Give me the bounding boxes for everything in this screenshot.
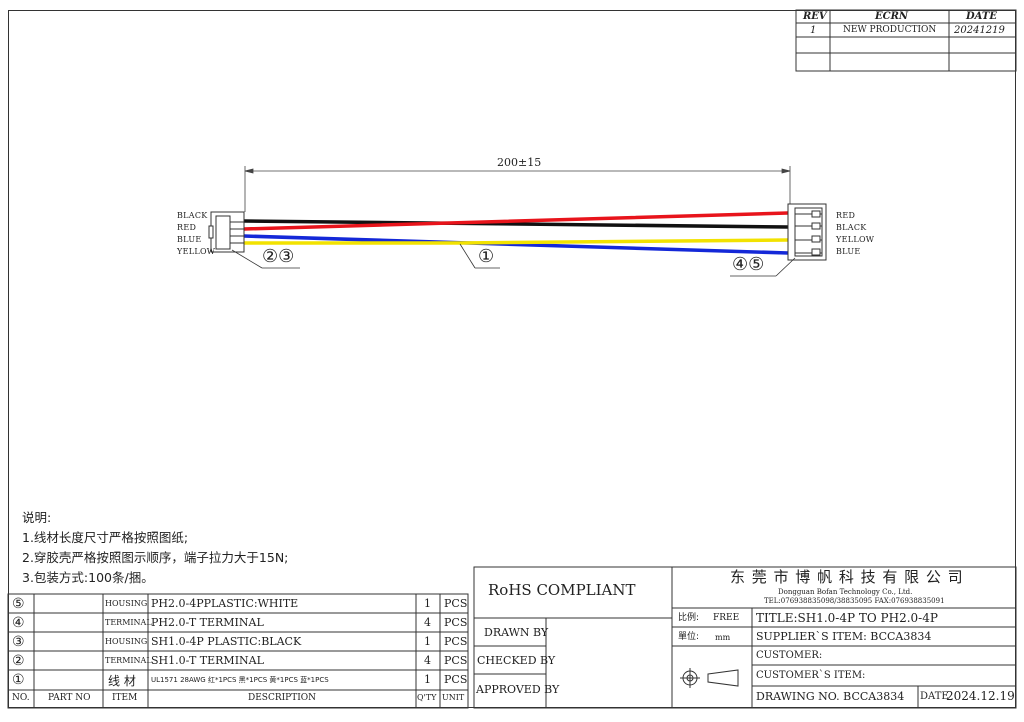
- scale-label: 比例:: [678, 613, 700, 623]
- right-connector: [787, 203, 827, 261]
- wire-black: [242, 219, 790, 229]
- ecrn-value: NEW PRODUCTION: [843, 25, 937, 35]
- date-header: DATE: [966, 11, 997, 22]
- right-wire-label-1: RED: [836, 211, 856, 220]
- bom-qty: 1: [424, 673, 431, 686]
- revision-table-grid: [795, 9, 1017, 72]
- approved-by-label: APPROVED BY: [476, 683, 560, 696]
- bom-header-no: NO.: [12, 693, 30, 703]
- callout-left-connector: ②③: [262, 246, 295, 267]
- bom-unit: PCS: [444, 673, 468, 686]
- rev-value: 1: [810, 25, 817, 36]
- wire-yellow: [242, 238, 790, 245]
- left-connector: [208, 211, 245, 253]
- bom-description: PH2.0-T TERMINAL: [151, 616, 264, 629]
- note-1: 1.线材长度尺寸严格按照图纸;: [22, 530, 189, 545]
- callout-wire: ①: [478, 246, 495, 267]
- bom-description: PH2.0-4PPLASTIC:WHITE: [151, 597, 299, 610]
- bom-description: UL1571 28AWG 红*1PCS 黑*1PCS 黄*1PCS 蓝*1PCS: [151, 676, 329, 684]
- drawing-no: DRAWING NO. BCCA3834: [756, 690, 905, 703]
- bom-item: TERMINAL: [105, 656, 152, 665]
- date-value: 20241219: [954, 25, 1005, 36]
- drawing-title: TITLE:SH1.0-4P TO PH2.0-4P: [756, 611, 938, 625]
- ecrn-header: ECRN: [875, 11, 909, 22]
- rohs-label: RoHS COMPLIANT: [488, 581, 636, 599]
- right-wire-label-3: YELLOW: [836, 235, 875, 244]
- bom-no: ④: [12, 615, 25, 631]
- bom-header-description: DESCRIPTION: [248, 693, 317, 703]
- bom-no: ⑤: [12, 596, 25, 612]
- rev-header: REV: [803, 11, 827, 22]
- bom-no: ①: [12, 672, 25, 688]
- bom-unit: PCS: [444, 635, 468, 648]
- left-wire-label-2: RED: [177, 223, 197, 232]
- date-label: DATE: [920, 691, 949, 702]
- callout-right-connector: ④⑤: [732, 254, 765, 275]
- bom-unit: PCS: [444, 654, 468, 667]
- left-wire-label-3: BLUE: [177, 235, 202, 244]
- bom-table-grid: [7, 593, 469, 709]
- bom-qty: 4: [424, 654, 431, 667]
- note-2: 2.穿胶壳严格按照图示顺序，端子拉力大于15N;: [22, 550, 289, 565]
- bom-header-item: ITEM: [112, 693, 138, 703]
- title-block-grid: [473, 566, 1017, 709]
- wire-red: [242, 211, 790, 231]
- wire-bundle: [242, 211, 790, 255]
- drawn-by-label: DRAWN BY: [484, 626, 549, 639]
- bom-unit: PCS: [444, 616, 468, 629]
- bom-qty: 1: [424, 635, 431, 648]
- bom-no: ③: [12, 634, 25, 650]
- bom-header-part-no: PART NO: [48, 693, 91, 703]
- bom-item: HOUSING: [105, 637, 148, 646]
- company-tel: TEL:076938835098/38835095 FAX:0769388350…: [764, 597, 945, 605]
- unit-value: mm: [715, 633, 731, 642]
- bom-item: 线 材: [108, 674, 136, 688]
- checked-by-label: CHECKED BY: [477, 654, 556, 667]
- note-3: 3.包装方式:100条/捆。: [22, 570, 154, 585]
- bom-no: ②: [12, 653, 25, 669]
- bom-header-qty: Q'TY: [417, 693, 437, 702]
- bom-header-unit: UNIT: [442, 693, 465, 702]
- right-wire-label-2: BLACK: [836, 223, 867, 232]
- date-value: 2024.12.19: [946, 689, 1015, 703]
- left-wire-label-1: BLACK: [177, 211, 208, 220]
- customer-item: CUSTOMER`S ITEM:: [756, 670, 866, 681]
- left-wire-label-4: YELLOW: [177, 247, 216, 256]
- wire-blue: [242, 234, 790, 255]
- bom-item: HOUSING: [105, 599, 148, 608]
- notes: 说明: 1.线材长度尺寸严格按照图纸; 2.穿胶壳严格按照图示顺序，端子拉力大于…: [22, 508, 288, 588]
- company-name-cn: 东 莞 市 博 帆 科 技 有 限 公 司: [730, 568, 964, 586]
- right-wire-label-4: BLUE: [836, 247, 861, 256]
- supplier-item: SUPPLIER`S ITEM: BCCA3834: [756, 630, 932, 643]
- company-name-en: Dongguan Bofan Technology Co., Ltd.: [778, 588, 913, 596]
- bom-description: SH1.0-4P PLASTIC:BLACK: [151, 635, 302, 648]
- dimension-label: 200±15: [497, 156, 542, 169]
- notes-title: 说明:: [22, 510, 52, 525]
- bom-description: SH1.0-T TERMINAL: [151, 654, 264, 667]
- bom-item: TERMINAL: [105, 618, 152, 627]
- customer: CUSTOMER:: [756, 650, 823, 661]
- dimension-line: [244, 166, 791, 212]
- projection-symbol: [680, 668, 739, 688]
- bom-qty: 1: [424, 597, 431, 610]
- scale-value: FREE: [713, 613, 740, 623]
- callout-leaders: [231, 243, 796, 277]
- bom-unit: PCS: [444, 597, 468, 610]
- bom-qty: 4: [424, 616, 431, 629]
- unit-label: 單位:: [678, 632, 700, 642]
